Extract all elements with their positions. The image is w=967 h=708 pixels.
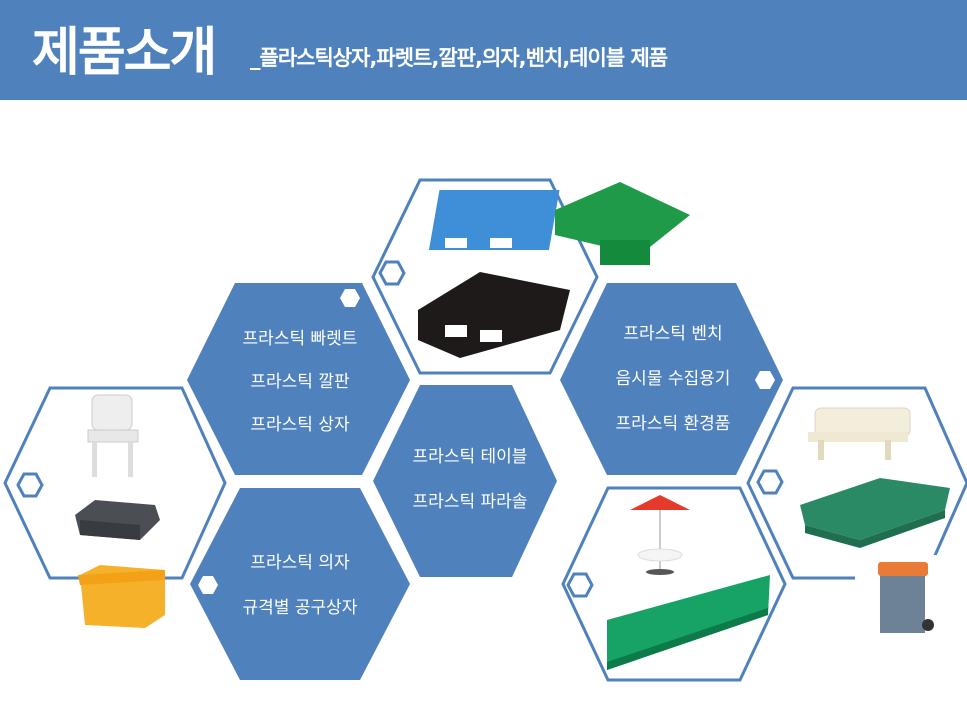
small-hex-icon xyxy=(756,469,784,495)
hex-outline-left xyxy=(3,386,227,580)
bench-image xyxy=(808,407,911,460)
green-pallet-image xyxy=(555,182,690,265)
hex-outline-bottom-right xyxy=(561,486,787,682)
category-label: 프라스틱 깔판 xyxy=(250,372,350,392)
chair-image xyxy=(87,394,139,477)
page-title: 제품소개 xyxy=(32,23,217,83)
category-label: 프라스틱 빠렛트 xyxy=(242,329,358,349)
green-deck-image xyxy=(800,478,950,548)
gray-box-image xyxy=(75,500,160,540)
small-hex-icon xyxy=(16,472,44,498)
green-floor-deck-image xyxy=(607,575,770,670)
waste-bin-image xyxy=(855,555,967,638)
hex-bench-text: 프라스틱 벤치 음시물 수집용기 프라스틱 환경품 xyxy=(588,312,758,447)
small-hex-icon xyxy=(528,551,548,569)
hex-bench-group xyxy=(560,283,783,475)
category-label: 프라스틱 상자 xyxy=(250,415,350,435)
category-label: 프라스틱 테이블 xyxy=(412,447,528,467)
category-label: 프라스틱 의자 xyxy=(250,553,350,573)
small-hex-icon xyxy=(340,289,360,307)
hex-table-text: 프라스틱 테이블 프라스틱 파라솔 xyxy=(385,435,555,525)
hex-pallet-group xyxy=(187,283,410,475)
hex-outline-top xyxy=(371,178,599,375)
category-label: 프라스틱 파라솔 xyxy=(412,492,528,512)
hex-outline-right xyxy=(746,386,967,580)
category-label: 프라스틱 환경품 xyxy=(615,414,731,434)
hex-table-group xyxy=(373,385,557,577)
hex-chair-text: 프라스틱 의자 규격별 공구상자 xyxy=(215,541,385,631)
category-label: 프라스틱 벤치 xyxy=(623,324,723,344)
small-hex-icon xyxy=(378,260,406,286)
small-hex-icon xyxy=(198,576,218,594)
small-hex-icon xyxy=(755,371,775,389)
yellow-box-image xyxy=(78,565,165,628)
blue-pallet-image xyxy=(428,190,560,250)
page-subtitle: _플라스틱상자,파렛트,깔판,의자,벤치,테이블 제품 xyxy=(250,46,668,70)
category-label: 규격별 공구상자 xyxy=(242,598,358,618)
title-bar: 제품소개 _플라스틱상자,파렛트,깔판,의자,벤치,테이블 제품 xyxy=(0,0,967,100)
small-hex-icon xyxy=(566,572,594,598)
parasol-table-image xyxy=(630,495,690,575)
hex-chair-group xyxy=(190,488,410,680)
hex-pallet-text: 프라스틱 빠렛트 프라스틱 깔판 프라스틱 상자 xyxy=(215,318,385,447)
category-label: 음시물 수집용기 xyxy=(615,369,731,389)
black-pallet-image xyxy=(418,272,570,358)
